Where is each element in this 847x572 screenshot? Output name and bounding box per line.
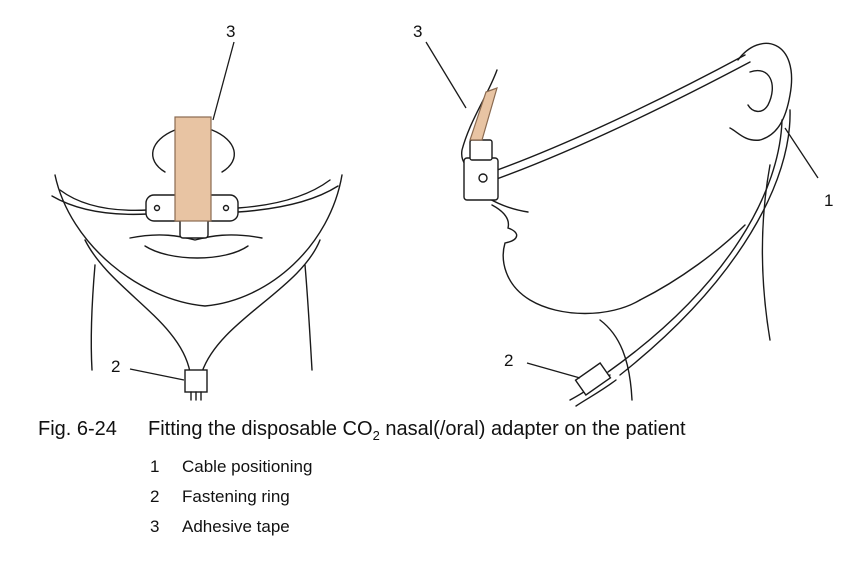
side-tape-leader — [426, 42, 466, 108]
legend-number: 2 — [150, 482, 182, 512]
front-tape-callout: 3 — [226, 22, 235, 41]
legend-list: 1Cable positioning 2Fastening ring 3Adhe… — [150, 452, 312, 542]
legend-item: 3Adhesive tape — [150, 512, 312, 542]
legend-label: Adhesive tape — [182, 517, 290, 536]
side-ring-leader — [527, 363, 580, 378]
side-ear-inner — [748, 71, 772, 112]
side-cable-leader — [785, 128, 818, 178]
side-ring-callout: 2 — [504, 351, 513, 370]
caption-text-after: nasal(/oral) adapter on the patient — [380, 418, 686, 440]
legend-item: 1Cable positioning — [150, 452, 312, 482]
side-adhesive-tape — [470, 88, 497, 140]
caption-subscript: 2 — [373, 428, 380, 443]
side-adapter-body — [464, 158, 498, 200]
front-nostril-left — [153, 130, 175, 172]
figure-caption: Fig. 6-24Fitting the disposable CO2 nasa… — [38, 418, 686, 443]
front-ring-leader — [130, 369, 184, 380]
side-cable-behind-ear-2 — [608, 120, 782, 372]
figure-number: Fig. 6-24 — [38, 418, 148, 441]
front-lip-lower — [145, 246, 248, 258]
front-tape-leader — [213, 42, 234, 120]
legend-label: Fastening ring — [182, 487, 290, 506]
side-cable-upper-2 — [494, 62, 750, 180]
side-cable-callout: 1 — [824, 191, 833, 210]
side-jaw-line — [640, 225, 745, 300]
side-cable-upper — [492, 55, 745, 172]
front-fastening-ring — [185, 370, 207, 392]
front-tube-down-right — [202, 240, 320, 372]
front-tube-right — [238, 180, 330, 208]
side-cable-behind-ear — [620, 110, 790, 375]
front-adhesive-tape — [175, 117, 211, 221]
front-tube-right-2 — [238, 186, 338, 212]
legend-item: 2Fastening ring — [150, 482, 312, 512]
front-ring-callout: 2 — [111, 357, 120, 376]
front-nostril-right — [212, 130, 234, 172]
front-tube-left-2 — [52, 196, 148, 214]
side-tape-callout: 3 — [413, 22, 422, 41]
front-tube-down-left — [85, 240, 190, 372]
side-fastening-ring — [576, 363, 611, 395]
legend-label: Cable positioning — [182, 457, 312, 476]
front-neck-left — [91, 265, 95, 370]
legend-number: 1 — [150, 452, 182, 482]
caption-text-before: Fitting the disposable CO — [148, 418, 373, 440]
legend-number: 3 — [150, 512, 182, 542]
front-neck-right — [305, 265, 312, 370]
diagram-figure: 3 2 3 1 2 — [0, 0, 847, 410]
side-adapter-top — [470, 140, 492, 160]
front-tube-left — [60, 190, 148, 210]
